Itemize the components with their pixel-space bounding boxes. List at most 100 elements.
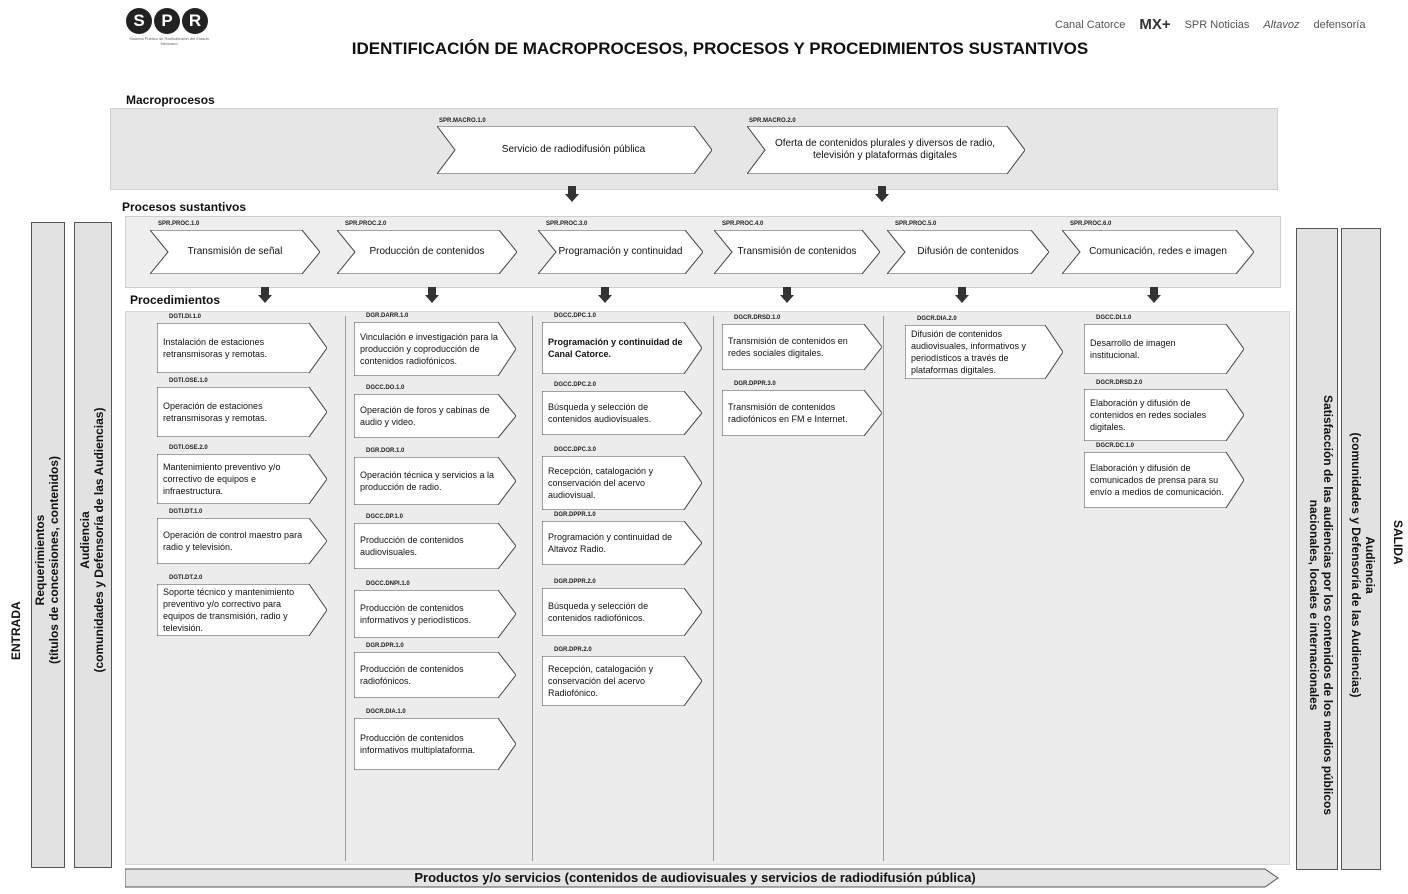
procedimiento-code: DGR.DOR.1.0 [366, 448, 405, 454]
procedimiento-code: DGCC.DPC.1.0 [554, 313, 597, 319]
procedimiento-code: DGR.DARR.1.0 [366, 313, 409, 319]
procedimiento-box: Producción de contenidos informativos y … [354, 590, 516, 638]
macroproceso-code: SPR.MACRO.2.0 [749, 118, 796, 124]
procedimiento-code: DGCC.DI.1.0 [1096, 315, 1132, 321]
partner-logo: SPR Noticias [1184, 18, 1250, 31]
procedimiento-text: Recepción, catalogación y conservación d… [548, 664, 654, 698]
procesos-label: Procesos sustantivos [122, 200, 247, 214]
column-divider [345, 316, 346, 861]
column-divider [883, 316, 884, 861]
procedimiento-code: DGR.DPPR.1.0 [554, 512, 596, 518]
procedimiento-box: Elaboración y difusión de comunicados de… [1084, 452, 1244, 508]
procedimiento-code: DGR.DPR.1.0 [366, 643, 404, 649]
audiencia-salida-text: Audiencia (comunidades y Defensoría de l… [1349, 415, 1377, 715]
procedimiento-box: Desarrollo de imagen institucional. [1084, 324, 1244, 374]
spr-logo: S P R Sistema Público de Radiodifusión d… [126, 8, 216, 54]
column-divider [532, 316, 533, 861]
page-title: IDENTIFICACIÓN DE MACROPROCESOS, PROCESO… [351, 39, 1089, 58]
procedimiento-box: Difusión de contenidos audiovisuales, in… [905, 325, 1063, 379]
procedimiento-code: DGCR.DC.1.0 [1096, 443, 1135, 449]
audiencia-salida-panel [1341, 228, 1381, 870]
proceso-text: Difusión de contenidos [917, 246, 1019, 257]
procedimiento-text: Recepción, catalogación y conservación d… [548, 466, 654, 500]
proceso-text: Transmisión de contenidos [737, 246, 857, 257]
logo-letter: P [154, 8, 180, 34]
procedimiento-box: Programación y continuidad de Canal Cato… [542, 322, 702, 374]
audiencia-salida-line2: (comunidades y Defensoría de las Audienc… [1349, 432, 1363, 698]
logo-letter: R [182, 8, 208, 34]
procedimiento-code: DGTI.DI.1.0 [169, 314, 202, 320]
procedimiento-box: Operación de estaciones retransmisoras y… [157, 387, 327, 437]
proceso-chevron: Difusión de contenidos [887, 230, 1049, 274]
proceso-chevron: Programación y continuidad [538, 230, 703, 274]
procedimiento-text: Transmisión de contenidos en redes socia… [728, 336, 848, 358]
procedimiento-box: Soporte técnico y mantenimiento preventi… [157, 584, 327, 636]
down-arrow-icon [875, 186, 889, 202]
proceso-chevron: Transmisión de contenidos [714, 230, 880, 274]
procedimiento-box: Operación de foros y cabinas de audio y … [354, 394, 516, 438]
procedimiento-code: DGCC.DNPI.1.0 [366, 581, 410, 587]
procedimiento-text: Operación técnica y servicios a la produ… [360, 470, 495, 492]
procedimiento-box: Programación y continuidad de Altavoz Ra… [542, 521, 702, 565]
procedimiento-code: DGR.DPPR.2.0 [554, 579, 596, 585]
procedimiento-box: Vinculación e investigación para la prod… [354, 322, 516, 376]
procedimiento-text: Transmisión de contenidos radiofónicos e… [728, 402, 848, 424]
proceso-code: SPR.PROC.1.0 [158, 221, 200, 227]
procedimiento-code: DGCC.DPC.2.0 [554, 382, 597, 388]
procedimiento-text: Soporte técnico y mantenimiento preventi… [163, 587, 295, 633]
partner-logo: Canal Catorce [1055, 18, 1126, 31]
partner-logo: Altavoz [1263, 18, 1300, 31]
procedimiento-text: Producción de contenidos informativos mu… [360, 733, 476, 755]
procedimiento-box: Producción de contenidos audiovisuales. [354, 523, 516, 569]
proceso-chevron: Producción de contenidos [337, 230, 517, 274]
procedimiento-code: DGCR.DIA.1.0 [366, 709, 406, 715]
procedimiento-text: Instalación de estaciones retransmisoras… [163, 337, 268, 359]
macroprocesos-label: Macroprocesos [126, 93, 215, 107]
procedimiento-text: Vinculación e investigación para la prod… [360, 332, 498, 366]
procedimiento-text: Búsqueda y selección de contenidos audio… [548, 402, 652, 424]
procedimiento-code: DGTI.DT.2.0 [169, 575, 203, 581]
macroproceso-code: SPR.MACRO.1.0 [439, 118, 486, 124]
procedimiento-box: Recepción, catalogación y conservación d… [542, 656, 702, 706]
down-arrow-icon [1147, 287, 1161, 303]
procedimiento-code: DGCR.DRSD.2.0 [1096, 380, 1143, 386]
procedimiento-box: Transmisión de contenidos radiofónicos e… [722, 390, 882, 436]
procedimiento-text: Operación de estaciones retransmisoras y… [163, 401, 268, 423]
procedimiento-text: Producción de contenidos audiovisuales. [360, 535, 464, 557]
requerimientos-text: Requerimientos (títulos de concesiones, … [33, 445, 61, 675]
macroproceso-chevron: Servicio de radiodifusión pública [437, 126, 712, 174]
proceso-text: Comunicación, redes e imagen [1089, 246, 1227, 257]
logo-caption: Sistema Público de Radiodifusión del Est… [129, 36, 209, 46]
procedimiento-box: Transmisión de contenidos en redes socia… [722, 324, 882, 370]
procedimiento-text: Elaboración y difusión de contenidos en … [1090, 398, 1207, 432]
audiencia-entrada-panel [74, 222, 112, 868]
procedimiento-code: DGTI.OSE.1.0 [169, 378, 208, 384]
procedimiento-code: DGCC.DPC.3.0 [554, 447, 597, 453]
down-arrow-icon [425, 287, 439, 303]
partner-logo: MX+ [1139, 16, 1171, 33]
proceso-code: SPR.PROC.2.0 [345, 221, 387, 227]
procedimiento-code: DGTI.OSE.2.0 [169, 445, 208, 451]
procedimiento-code: DGCC.DP.1.0 [366, 514, 403, 520]
proceso-code: SPR.PROC.4.0 [722, 221, 764, 227]
procedimiento-box: Instalación de estaciones retransmisoras… [157, 323, 327, 373]
down-arrow-icon [565, 186, 579, 202]
proceso-code: SPR.PROC.6.0 [1070, 221, 1112, 227]
procedimiento-code: DGCR.DRSD.1.0 [734, 315, 781, 321]
procedimiento-text: Mantenimiento preventivo y/o correctivo … [163, 462, 281, 496]
satisfaccion-text: Satisfacción de las audiencias por los c… [1307, 345, 1335, 865]
proceso-code: SPR.PROC.5.0 [895, 221, 937, 227]
audiencia-entrada-text: Audiencia (comunidades y Defensoría de l… [78, 380, 106, 700]
satisfaccion-line2: nacionales, locales e internacionales [1307, 499, 1321, 711]
entrada-label: ENTRADA [9, 601, 23, 660]
procedimiento-text: Difusión de contenidos audiovisuales, in… [911, 329, 1027, 375]
procedimiento-box: Producción de contenidos informativos mu… [354, 718, 516, 770]
requerimientos-line2: (títulos de concesiones, contenidos) [47, 455, 61, 665]
down-arrow-icon [955, 287, 969, 303]
salida-label: SALIDA [1391, 520, 1405, 565]
down-arrow-icon [780, 287, 794, 303]
audiencia-entrada-line2: (comunidades y Defensoría de las Audienc… [92, 407, 106, 673]
audiencia-salida-line1: Audiencia [1363, 536, 1377, 594]
procedimiento-box: Búsqueda y selección de contenidos audio… [542, 391, 702, 435]
satisfaccion-line1: Satisfacción de las audiencias por los c… [1321, 394, 1335, 816]
